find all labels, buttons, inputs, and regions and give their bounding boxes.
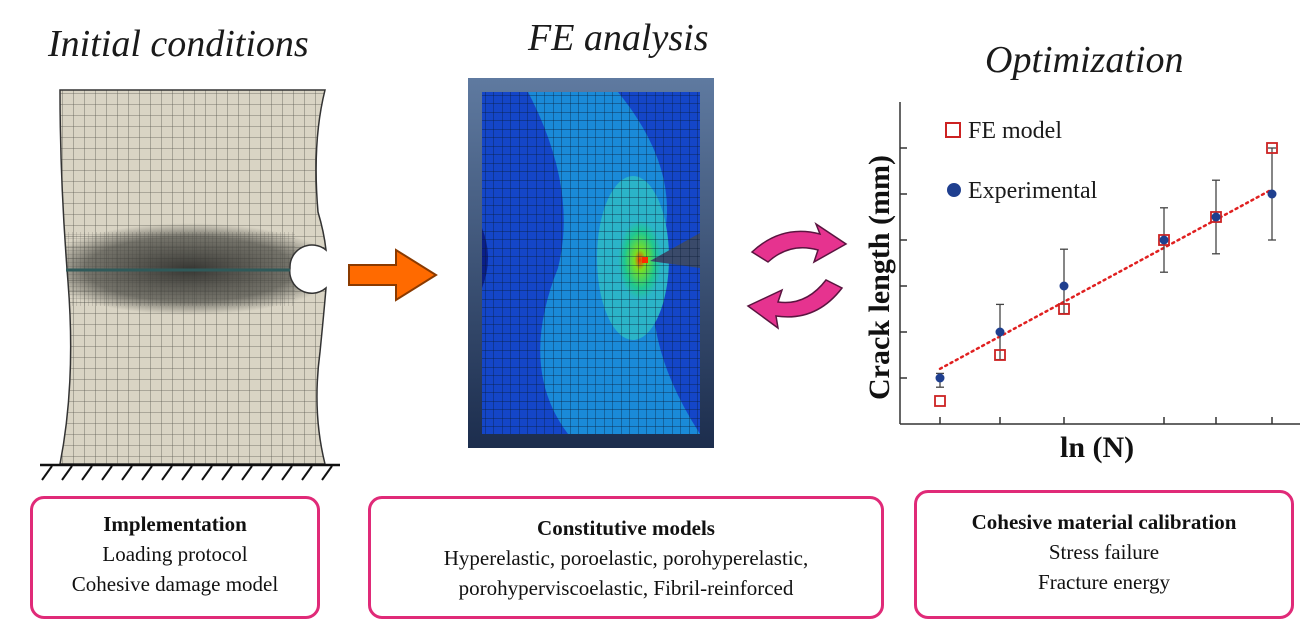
legend-fe-label: FE model xyxy=(968,118,1062,144)
fe-contour-figure xyxy=(468,78,714,448)
heading-initial-conditions: Initial conditions xyxy=(48,23,309,65)
calibration-title: Cohesive material calibration xyxy=(971,510,1237,534)
fixed-support-hatch xyxy=(41,465,333,481)
experimental-point xyxy=(995,327,1005,337)
constitutive-line-2: porohyperviscoelastic, Fibril-reinforced xyxy=(458,576,794,600)
implementation-line-1: Loading protocol xyxy=(102,542,248,566)
refresh-cycle-icon xyxy=(746,222,848,330)
experimental-point xyxy=(1267,189,1277,199)
heading-optimization: Optimization xyxy=(985,39,1184,81)
fe-model-point xyxy=(1210,211,1222,223)
implementation-title: Implementation xyxy=(103,512,247,536)
constitutive-title: Constitutive models xyxy=(537,516,715,540)
fe-model-point xyxy=(1058,303,1070,315)
implementation-line-2: Cohesive damage model xyxy=(71,572,279,596)
x-axis-label: ln (N) xyxy=(1060,431,1134,464)
fe-model-point xyxy=(994,349,1006,361)
experimental-point xyxy=(1059,281,1069,291)
calibration-line-2: Fracture energy xyxy=(1038,570,1170,594)
legend-exp-marker xyxy=(947,183,961,197)
fe-model-point xyxy=(1158,234,1170,246)
heading-fe-analysis: FE analysis xyxy=(528,17,709,59)
experimental-point xyxy=(1159,235,1169,245)
right-arrow-icon xyxy=(348,248,438,302)
legend-fe-marker xyxy=(945,122,961,138)
fe-model-point xyxy=(1266,142,1278,154)
calibration-line-1: Stress failure xyxy=(1048,540,1160,564)
specimen-mesh-figure xyxy=(40,89,340,481)
implementation-box: Implementation Loading protocol Cohesive… xyxy=(30,496,320,619)
constitutive-models-box: Constitutive models Hyperelastic, poroel… xyxy=(368,496,884,619)
constitutive-line-1: Hyperelastic, poroelastic, porohyperelas… xyxy=(443,546,809,570)
crack-length-chart: FE model Experimental Crack length (mm) … xyxy=(863,102,1300,464)
fe-model-point xyxy=(934,395,946,407)
experimental-point xyxy=(935,373,945,383)
fit-line xyxy=(938,188,1274,371)
calibration-box: Cohesive material calibration Stress fai… xyxy=(914,490,1294,619)
experimental-point xyxy=(1211,212,1221,222)
y-axis-label: Crack length (mm) xyxy=(863,155,896,400)
legend-exp-label: Experimental xyxy=(968,178,1098,204)
